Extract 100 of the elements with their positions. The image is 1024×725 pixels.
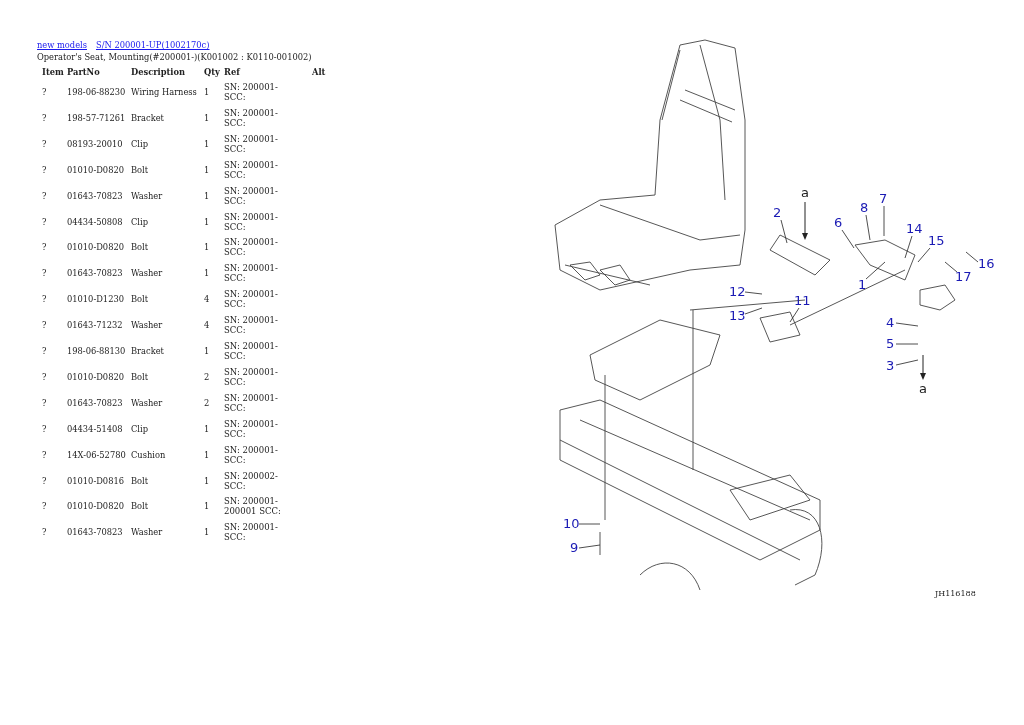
item-cell-text: ? — [42, 164, 47, 176]
part-number: 01643-70823 — [67, 190, 123, 202]
callout-number: 16 — [978, 257, 995, 271]
callout-number: 1 — [858, 278, 867, 292]
item-cell-text: ? — [42, 449, 47, 461]
leader-line — [904, 235, 913, 259]
quantity: 4 — [204, 320, 210, 332]
serial-reference: SN: 200001- SCC: — [224, 289, 279, 310]
serial-reference: SN: 200001- SCC: — [224, 211, 279, 232]
reference-letter: a — [801, 186, 809, 200]
item-cell-text: ? — [42, 501, 47, 513]
leader-line — [789, 307, 800, 323]
part-description: Bracket — [131, 346, 164, 357]
quantity: 1 — [204, 501, 210, 513]
part-number: 01010-D0816 — [67, 475, 124, 487]
part-description: Bolt — [131, 371, 149, 383]
serial-reference: SN: 200001- SCC: — [224, 82, 279, 102]
leader-line — [965, 251, 979, 263]
leader-line — [744, 307, 763, 315]
serial-reference: SN: 200001- SCC: — [224, 185, 279, 206]
quantity: 1 — [204, 449, 210, 461]
callout-number: 15 — [928, 234, 945, 248]
part-number: 01643-71232 — [67, 320, 123, 332]
part-number: 04434-51408 — [67, 423, 123, 435]
callout-number: 17 — [955, 270, 972, 284]
serial-reference: SN: 200001- SCC: — [224, 263, 279, 284]
part-number: 01010-D0820 — [67, 501, 124, 513]
item-cell-text: ? — [42, 346, 47, 357]
callout-number: 2 — [773, 206, 782, 220]
part-number: 198-57-71261 — [67, 112, 126, 124]
part-number: 01643-70823 — [67, 268, 123, 280]
item-cell-text: ? — [42, 138, 47, 150]
part-description: Washer — [131, 190, 163, 202]
link: S/N 200001-UP(1002170c) — [96, 40, 210, 51]
part-description: Washer — [131, 397, 163, 409]
quantity: 2 — [204, 371, 210, 383]
item-cell-text: ? — [42, 397, 47, 409]
item-cell-text: ? — [42, 112, 47, 124]
item-cell-text: ? — [42, 320, 47, 332]
leader-line — [917, 247, 931, 263]
quantity: 1 — [204, 346, 210, 357]
callout-number: 13 — [729, 309, 746, 323]
leader-line — [780, 219, 788, 244]
column-header: Item — [42, 67, 64, 78]
leader-line — [865, 261, 886, 280]
part-description: Washer — [131, 320, 163, 332]
item-cell-text: ? — [42, 216, 47, 228]
quantity: 1 — [204, 138, 210, 150]
quantity: 1 — [204, 527, 210, 539]
quantity: 4 — [204, 294, 210, 306]
callout-number: 4 — [886, 316, 895, 330]
quantity: 2 — [204, 397, 210, 409]
part-number: 01010-D0820 — [67, 371, 124, 383]
part-number: 01643-70823 — [67, 397, 123, 409]
quantity: 1 — [204, 268, 210, 280]
leader-line — [895, 322, 919, 327]
item-cell-text: ? — [42, 242, 47, 254]
quantity: 1 — [204, 423, 210, 435]
serial-reference: SN: 200001-200001 SCC: — [224, 496, 282, 517]
link: new models — [37, 40, 87, 51]
item-cell-text: ? — [42, 268, 47, 280]
part-description: Bolt — [131, 242, 149, 254]
part-number: 08193-20010 — [67, 138, 123, 150]
serial-reference: SN: 200001- SCC: — [224, 133, 279, 154]
part-description: Bolt — [131, 501, 149, 513]
quantity: 1 — [204, 475, 210, 487]
item-cell-text: ? — [42, 87, 47, 98]
part-number: 14X-06-52780 — [67, 449, 126, 461]
serial-reference: SN: 200001- SCC: — [224, 159, 279, 180]
item-cell-text: ? — [42, 190, 47, 202]
part-number: 01010-D0820 — [67, 164, 124, 176]
quantity: 1 — [204, 164, 210, 176]
part-number: 01010-D0820 — [67, 242, 124, 254]
leader-line — [841, 229, 855, 249]
part-description: Washer — [131, 268, 163, 280]
part-description: Bolt — [131, 475, 149, 487]
part-description: Clip — [131, 423, 148, 435]
callout-number: 12 — [729, 285, 746, 299]
part-number: 198-06-88230 — [67, 87, 126, 98]
item-cell-text: ? — [42, 423, 47, 435]
part-description: Wiring Harness — [131, 87, 197, 98]
item-cell-text: ? — [42, 294, 47, 306]
part-number: 01010-D1230 — [67, 294, 124, 306]
callout-number: 10 — [563, 517, 580, 531]
part-number: 198-06-88130 — [67, 346, 126, 357]
column-header: PartNo — [67, 67, 100, 78]
serial-reference: SN: 200001- SCC: — [224, 237, 279, 258]
leader-line — [578, 523, 601, 525]
serial-reference: SN: 200001- SCC: — [224, 418, 279, 439]
leader-line — [883, 205, 885, 237]
callout-number: 3 — [886, 359, 895, 373]
leader-line — [865, 214, 871, 241]
column-header: Ref — [224, 67, 240, 78]
callout-number: 9 — [570, 541, 579, 555]
serial-reference: SN: 200001- SCC: — [224, 522, 279, 543]
item-cell-text: ? — [42, 371, 47, 383]
part-description: Bolt — [131, 294, 149, 306]
item-cell-text: ? — [42, 527, 47, 539]
column-header: Qty — [204, 67, 220, 78]
callout-number: 5 — [886, 337, 895, 351]
